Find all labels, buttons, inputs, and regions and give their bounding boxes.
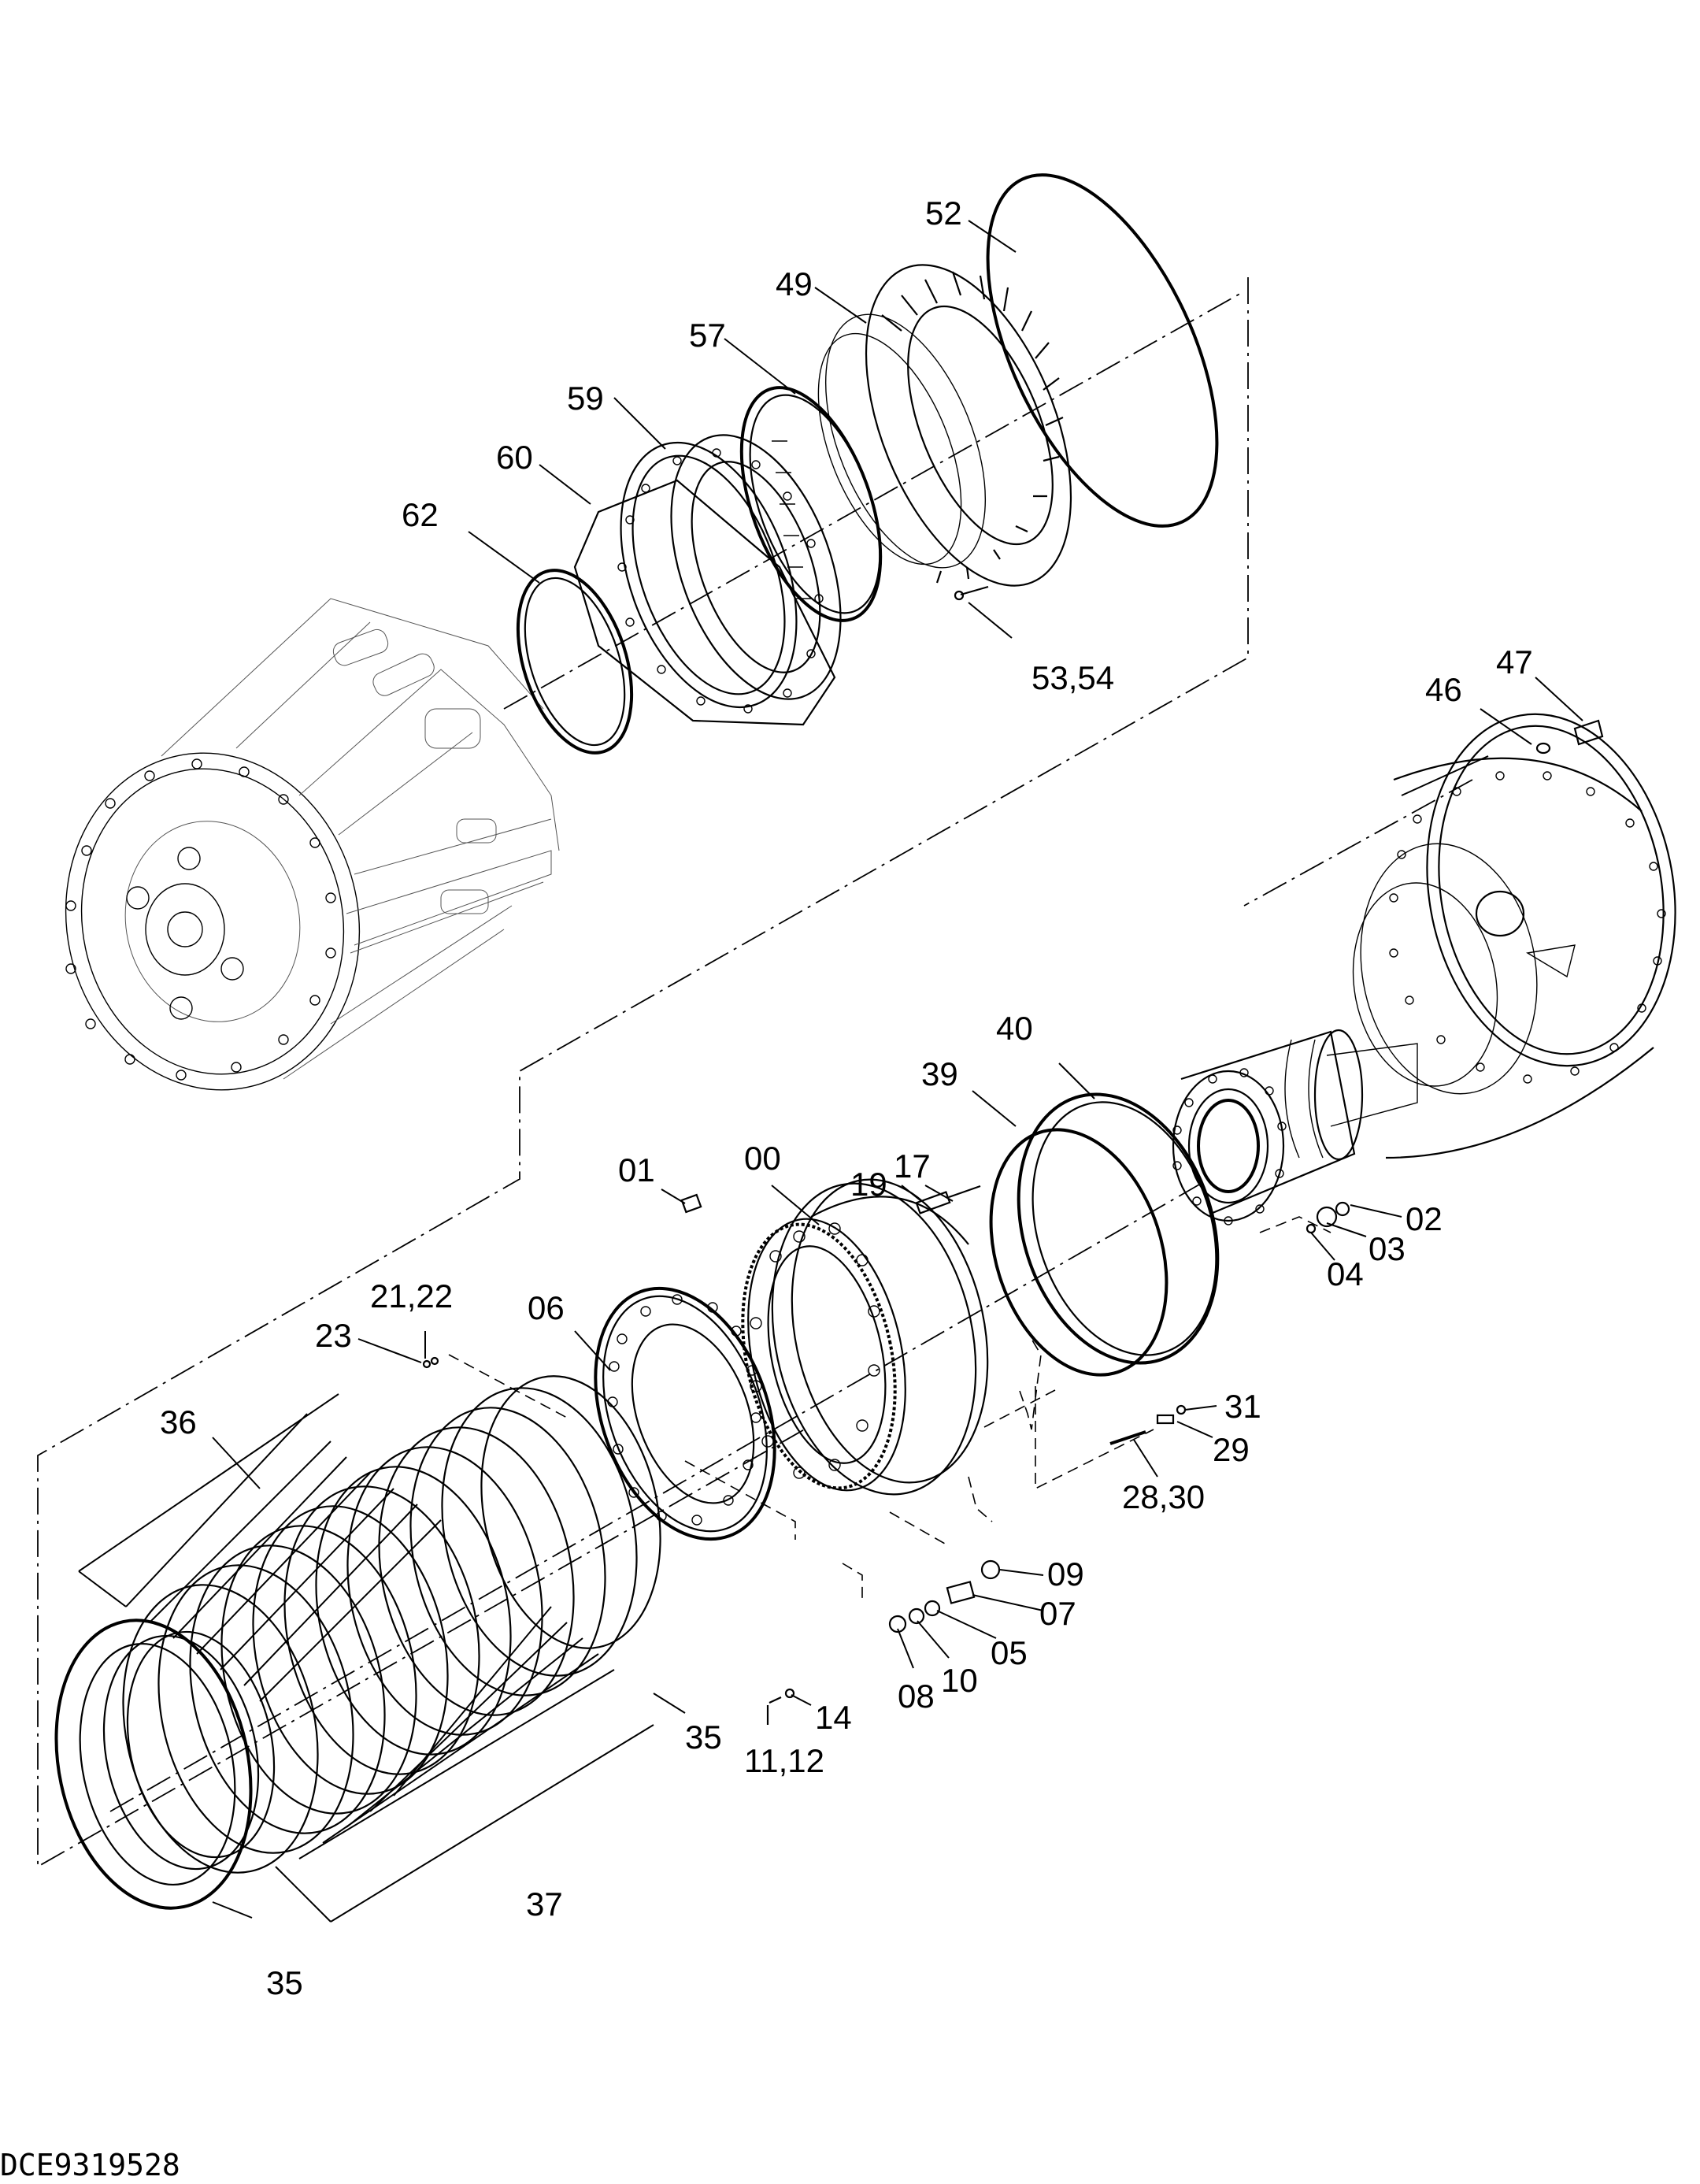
callout-23: 23 xyxy=(315,1317,352,1354)
callout-47: 47 xyxy=(1496,643,1533,680)
callout-49: 49 xyxy=(776,265,813,302)
callout-01: 01 xyxy=(618,1151,655,1188)
callout-35-upper: 35 xyxy=(685,1719,722,1756)
part-06-plate xyxy=(594,1286,776,1541)
final-drive-housing xyxy=(65,598,560,1091)
callout-40: 40 xyxy=(996,1010,1033,1047)
callout-labels: 52 49 57 59 60 62 53,54 47 46 40 39 17 1… xyxy=(0,195,1533,2182)
callout-06: 06 xyxy=(528,1289,565,1326)
callout-62: 62 xyxy=(402,496,439,533)
callout-14: 14 xyxy=(815,1699,852,1736)
callout-09: 09 xyxy=(1047,1555,1084,1593)
callout-21-22: 21,22 xyxy=(370,1277,453,1314)
callout-36: 36 xyxy=(160,1403,197,1441)
drawing-id: DCE9319528 xyxy=(0,2148,180,2182)
callout-37: 37 xyxy=(526,1886,563,1923)
callout-53-54: 53,54 xyxy=(1031,659,1114,696)
callout-10: 10 xyxy=(941,1662,978,1699)
callout-11-12: 11,12 xyxy=(744,1742,824,1779)
housing-bolt-circle xyxy=(65,758,336,1081)
callout-57: 57 xyxy=(689,317,726,354)
disc-pack-35-36-37 xyxy=(54,1375,661,1923)
part-59-bearing-carrier xyxy=(617,434,842,714)
callout-03: 03 xyxy=(1369,1230,1406,1267)
callout-39: 39 xyxy=(921,1055,958,1092)
part-49-carrier-plate xyxy=(817,264,1072,587)
callout-35-lower: 35 xyxy=(266,1964,303,2001)
part-40-ring xyxy=(1017,1092,1220,1365)
part-00-piston xyxy=(741,1178,989,1496)
disc-pack-plates xyxy=(122,1375,661,1874)
callout-leaders xyxy=(212,220,1583,1919)
part-39-ring xyxy=(989,1128,1169,1377)
part-52-o-ring xyxy=(986,173,1219,528)
callout-60: 60 xyxy=(496,439,533,476)
callout-04: 04 xyxy=(1327,1255,1364,1292)
callout-46: 46 xyxy=(1425,671,1462,708)
callout-29: 29 xyxy=(1213,1431,1250,1468)
callout-07: 07 xyxy=(1039,1595,1076,1632)
part-53-bolt xyxy=(954,585,989,601)
hub-flange-bolts xyxy=(1389,771,1666,1084)
callout-59: 59 xyxy=(567,380,604,417)
small-hardware xyxy=(422,719,1604,1725)
callout-05: 05 xyxy=(991,1634,1028,1671)
part-62-ring xyxy=(516,569,634,755)
assembly-centerlines xyxy=(37,277,1473,1868)
callout-00: 00 xyxy=(744,1140,781,1177)
callout-17: 17 xyxy=(894,1148,931,1185)
callout-19: 19 xyxy=(850,1166,887,1203)
callout-02: 02 xyxy=(1406,1200,1443,1237)
callout-08: 08 xyxy=(898,1678,935,1715)
carrier-plate-slots xyxy=(881,271,1064,584)
callout-28-30: 28,30 xyxy=(1122,1478,1205,1515)
callout-52: 52 xyxy=(925,195,962,232)
part-60-ring xyxy=(573,479,836,726)
hub-spindle-assembly xyxy=(1172,713,1676,1225)
part-57-seal xyxy=(739,386,883,622)
callout-31: 31 xyxy=(1224,1388,1261,1425)
